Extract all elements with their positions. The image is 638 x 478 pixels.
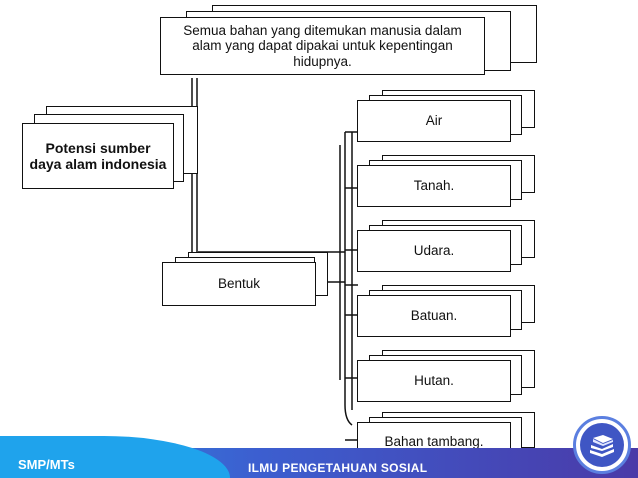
root-text: Potensi sumber daya alam indonesia <box>22 123 174 189</box>
badge <box>573 416 631 474</box>
item-batuan-text: Batuan. <box>357 295 511 337</box>
books-icon <box>580 423 624 467</box>
bentuk-text: Bentuk <box>162 262 316 306</box>
item-air-text: Air <box>357 100 511 142</box>
item-hutan-text: Hutan. <box>357 360 511 402</box>
item-udara-text: Udara. <box>357 230 511 272</box>
subject-label: ILMU PENGETAHUAN SOSIAL <box>248 461 428 475</box>
item-tanah-text: Tanah. <box>357 165 511 207</box>
footer: SMP/MTs ILMU PENGETAHUAN SOSIAL <box>0 436 638 478</box>
definition-text: Semua bahan yang ditemukan manusia dalam… <box>160 17 485 75</box>
level-label: SMP/MTs <box>18 457 75 472</box>
